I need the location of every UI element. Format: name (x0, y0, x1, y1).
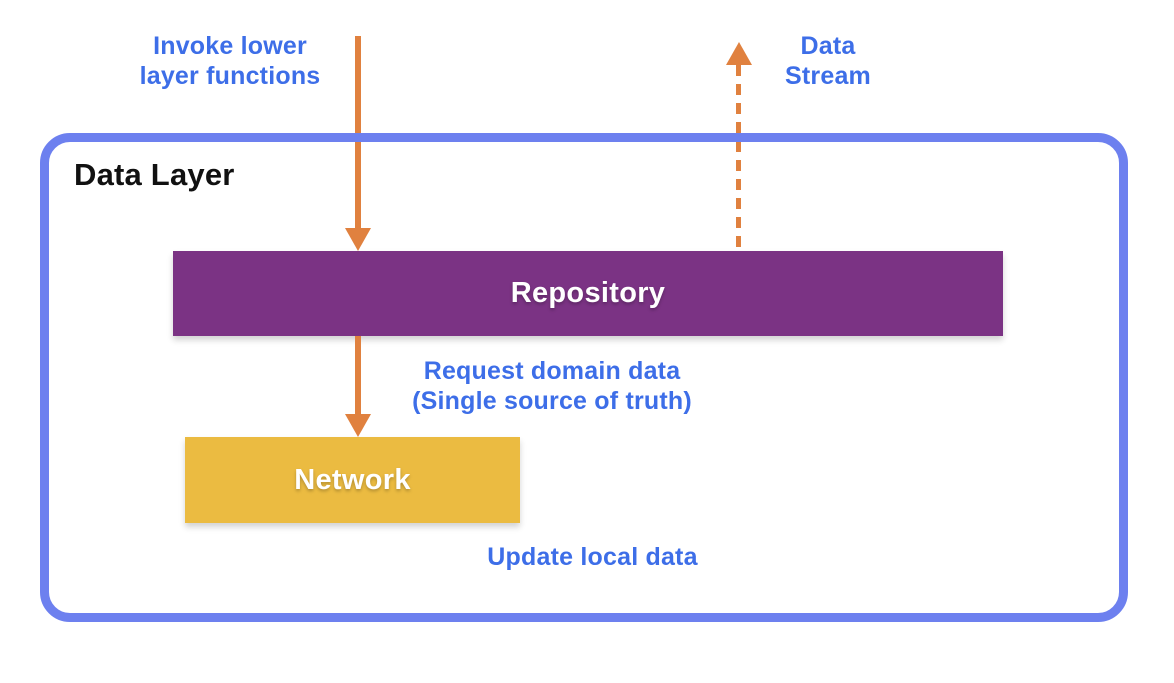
network-node: Network (185, 437, 520, 523)
data-stream-arrow-up-icon (726, 42, 752, 65)
repository-node-label: Repository (510, 277, 666, 309)
data-layer-title: Data Layer (74, 157, 235, 192)
invoke-lower-layer-label: Invoke lower layer functions (139, 32, 321, 90)
invoke-arrow-down-icon (345, 228, 371, 251)
update-local-data-label: Update local data (487, 543, 698, 571)
data-stream-label: Data Stream (785, 32, 871, 90)
request-arrow-down-icon (345, 414, 371, 437)
request-arrow-line (355, 336, 361, 416)
network-node-label: Network (294, 463, 411, 496)
data-stream-arrow-dashed-line (736, 65, 741, 251)
request-domain-data-label: Request domain data (Single source of tr… (412, 357, 692, 415)
repository-node: Repository (173, 251, 1003, 336)
invoke-arrow-line (355, 36, 361, 229)
